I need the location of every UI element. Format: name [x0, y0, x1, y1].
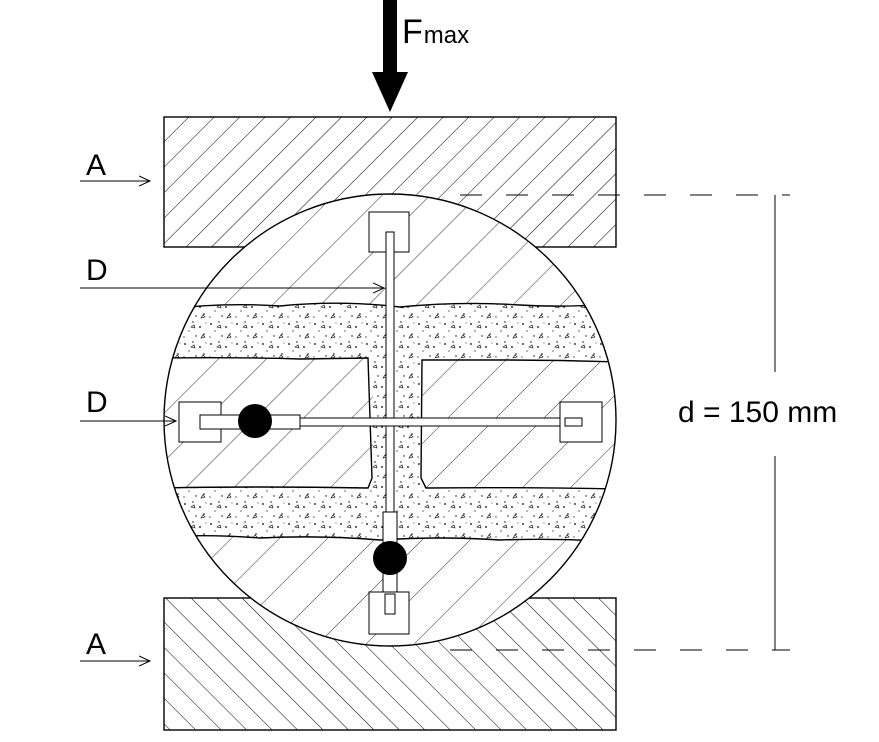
diameter-dimension	[450, 194, 790, 651]
label-gauge-horizontal: D	[86, 386, 108, 419]
label-plate-top: A	[86, 149, 106, 182]
vertical-gauge	[368, 211, 410, 635]
force-label: Fmax	[402, 13, 469, 51]
label-plate-bottom: A	[86, 628, 106, 661]
diameter-label: d = 150 mm	[678, 396, 837, 429]
force-arrow-icon	[372, 0, 408, 112]
label-gauge-vertical: D	[86, 254, 108, 287]
horizontal-gauge	[178, 401, 603, 443]
horizontal-gauge-marker	[238, 404, 272, 438]
vertical-gauge-marker	[373, 541, 407, 575]
